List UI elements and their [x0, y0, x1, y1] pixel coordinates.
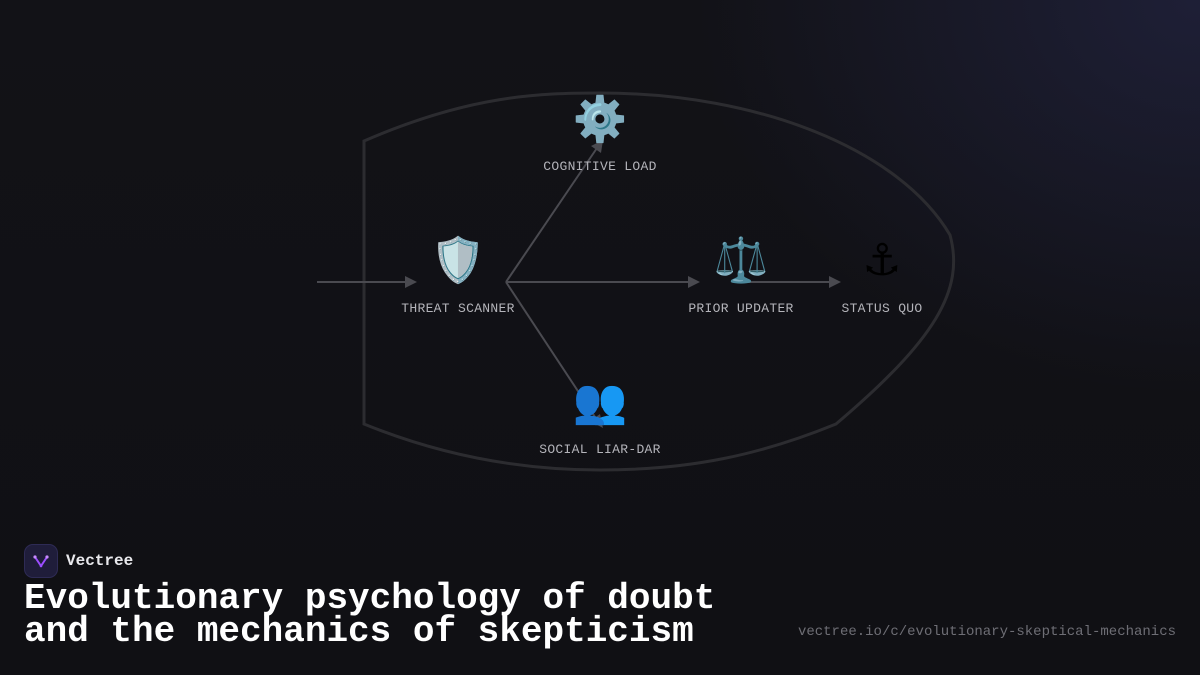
- node-label: PRIOR UPDATER: [688, 301, 793, 316]
- node-label: THREAT SCANNER: [401, 301, 514, 316]
- arrowhead-threat-social: [590, 414, 603, 428]
- node-status-quo: ⚓ STATUS QUO: [841, 235, 922, 316]
- brand: Vectree: [24, 544, 133, 578]
- arrowhead-threat-cognitive: [591, 140, 603, 153]
- gear-icon: ⚙️: [573, 94, 628, 145]
- edge-threat-social: [505, 281, 598, 421]
- scales-icon: ⚖️: [714, 235, 769, 286]
- arrowhead-input-threat: [405, 276, 417, 288]
- node-threat-scanner: 🛡️ THREAT SCANNER: [401, 235, 514, 316]
- people-icon: 👥: [573, 376, 628, 427]
- arrowhead-threat-prior: [688, 276, 700, 288]
- title-line-1: Evolutionary psychology of doubt: [24, 578, 716, 619]
- edge-threat-cognitive: [505, 147, 598, 283]
- node-prior-updater: ⚖️ PRIOR UPDATER: [688, 235, 793, 316]
- node-label: STATUS QUO: [841, 301, 922, 316]
- arrowhead-prior-status: [829, 276, 841, 288]
- anchor-icon: ⚓: [862, 235, 901, 286]
- source-url[interactable]: vectree.io/c/evolutionary-skeptical-mech…: [797, 624, 1176, 640]
- title-line-2: and the mechanics of skepticism: [24, 611, 694, 652]
- node-social-liar-dar: 👥 SOCIAL LIAR-DAR: [539, 376, 661, 457]
- node-cognitive-load: ⚙️ COGNITIVE LOAD: [543, 94, 656, 174]
- shield-icon: 🛡️: [431, 235, 486, 286]
- diagram-boundary: [362, 91, 956, 472]
- node-label: SOCIAL LIAR-DAR: [539, 442, 661, 457]
- edges: [317, 140, 841, 428]
- node-label: COGNITIVE LOAD: [543, 159, 656, 174]
- vectree-logo-icon: [24, 544, 58, 578]
- brand-name: Vectree: [66, 552, 134, 570]
- page-title: Evolutionary psychology of doubt and the…: [24, 578, 784, 652]
